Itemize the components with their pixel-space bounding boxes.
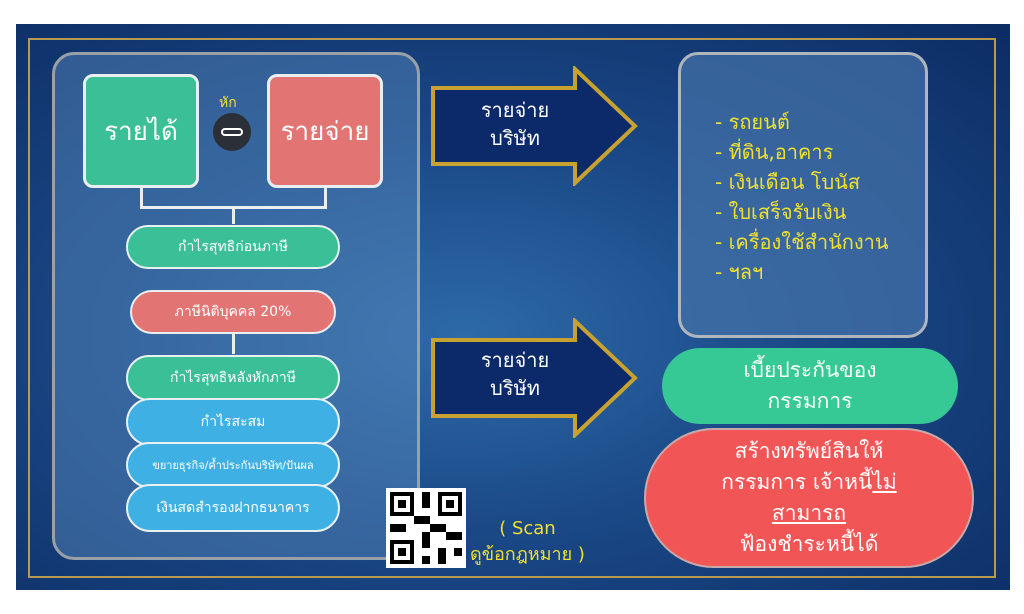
arrow-right-icon xyxy=(431,318,638,438)
list-item: - ที่ดิน,อาคาร xyxy=(715,140,834,164)
retained-earnings: กำไรสะสม xyxy=(126,398,340,446)
list-item: - เครื่องใช้สำนักงาน xyxy=(715,230,889,254)
expense-list: - รถยนต์ - ที่ดิน,อาคาร - เงินเดือน โบนั… xyxy=(678,52,928,338)
profit-uses: ขยายธุรกิจ/ค้ำประกันบริษัท/ปันผล xyxy=(126,442,340,488)
list-item: - ใบเสร็จรับเงิน xyxy=(715,200,847,224)
qr-code-icon xyxy=(390,492,462,564)
expense-box: รายจ่าย xyxy=(267,74,383,188)
minus-icon xyxy=(213,113,251,151)
director-insurance-premium: เบี้ยประกันของกรรมการ xyxy=(662,348,958,424)
net-profit-before-tax: กำไรสุทธิก่อนภาษี xyxy=(126,225,340,269)
arrow-label-2: รายจ่ายบริษัท xyxy=(480,348,550,400)
list-item: - รถยนต์ xyxy=(715,110,790,134)
connector-arrow xyxy=(232,334,235,354)
net-profit-after-tax: กำไรสุทธิหลังหักภาษี xyxy=(126,355,340,401)
list-item: - เงินเดือน โบนัส xyxy=(715,170,861,194)
connector-arrow xyxy=(232,206,235,224)
deduct-label: หัก xyxy=(219,95,237,111)
arrow-label-1: รายจ่ายบริษัท xyxy=(480,98,550,150)
connector xyxy=(140,188,143,208)
corporate-tax: ภาษีนิติบุคคล 20% xyxy=(130,290,336,334)
asset-protection: สร้างทรัพย์สินให้กรรมการ เจ้าหนี้ไม่สามา… xyxy=(644,428,974,568)
qr-code[interactable] xyxy=(386,488,466,568)
slide-frame xyxy=(28,38,996,578)
income-box: รายได้ xyxy=(83,74,199,188)
arrow-right-icon xyxy=(431,66,638,186)
cash-reserve: เงินสดสำรองฝากธนาคาร xyxy=(126,484,340,532)
connector xyxy=(324,188,327,208)
list-item: - ฯลฯ xyxy=(715,260,764,284)
